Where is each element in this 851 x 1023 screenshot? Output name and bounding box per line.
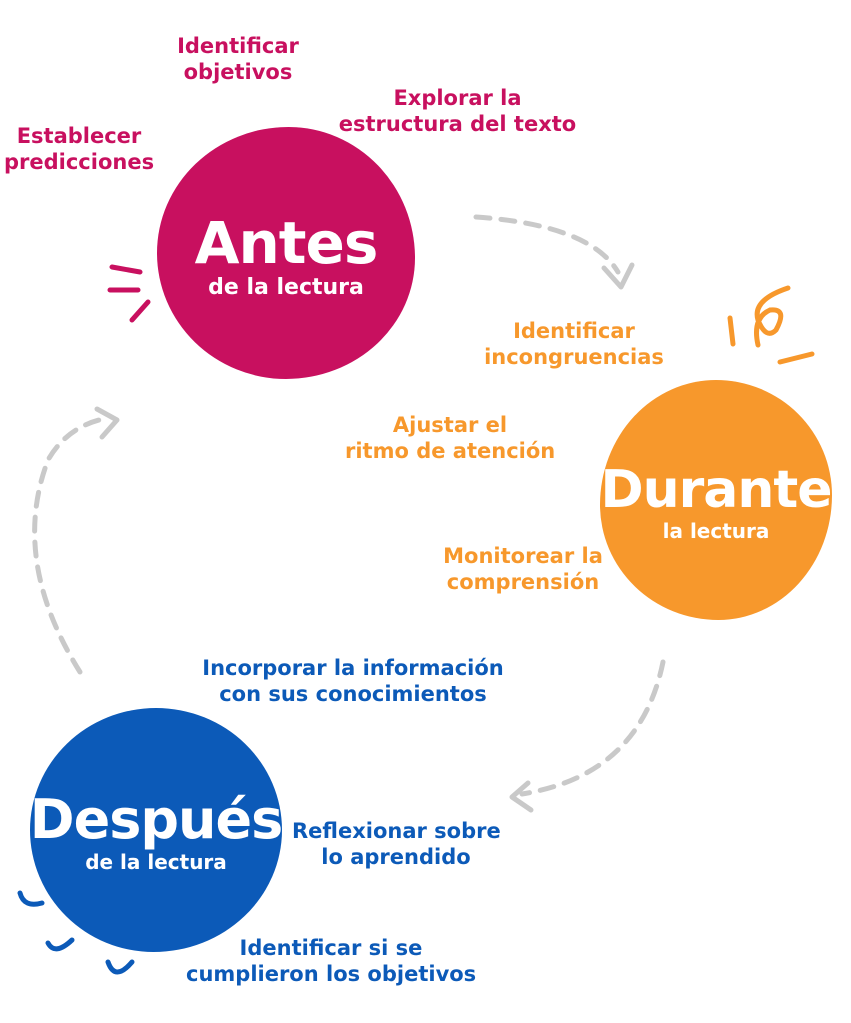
stage-durante-subtitle: la lectura xyxy=(662,519,770,543)
arrowhead-durante-to-despues xyxy=(509,780,534,813)
label-explorar-estructura: Explorar la estructura del texto xyxy=(338,86,577,136)
label-reflexionar: Reflexionar sobre lo aprendido xyxy=(292,819,501,869)
burst-strokes-blue xyxy=(17,890,135,975)
stage-antes-subtitle: de la lectura xyxy=(208,274,364,300)
arrowhead-despues-to-antes xyxy=(94,406,120,440)
label-identificar-cumplieron: Identificar si se cumplieron los objetiv… xyxy=(186,936,477,986)
burst-strokes-pink xyxy=(107,264,151,323)
stage-antes-title: Antes xyxy=(194,208,379,277)
label-incorporar-informacion: Incorporar la información con sus conoci… xyxy=(202,656,504,706)
arrow-despues-to-antes xyxy=(32,415,111,675)
stage-durante-title: Durante xyxy=(600,460,832,520)
burst-strokes-orange xyxy=(727,285,815,365)
label-ajustar-ritmo: Ajustar el ritmo de atención xyxy=(345,413,556,463)
stage-despues-circle: Después de la lectura xyxy=(29,708,283,952)
label-monitorear-comprension: Monitorear la comprensión xyxy=(443,544,603,594)
stage-despues-title: Después xyxy=(29,788,283,851)
arrow-antes-to-durante xyxy=(473,214,621,275)
stage-despues-subtitle: de la lectura xyxy=(85,850,227,874)
label-identificar-incongruencias: Identificar incongruencias xyxy=(484,319,664,369)
arrow-durante-to-despues xyxy=(519,659,666,797)
arrowhead-antes-to-durante xyxy=(601,262,635,290)
stage-durante-circle: Durante la lectura xyxy=(600,380,833,620)
stage-antes-circle: Antes de la lectura xyxy=(157,127,415,379)
label-establecer-predicciones: Establecer predicciones xyxy=(4,124,155,174)
label-identificar-objetivos: Identificar objetivos xyxy=(177,34,299,84)
